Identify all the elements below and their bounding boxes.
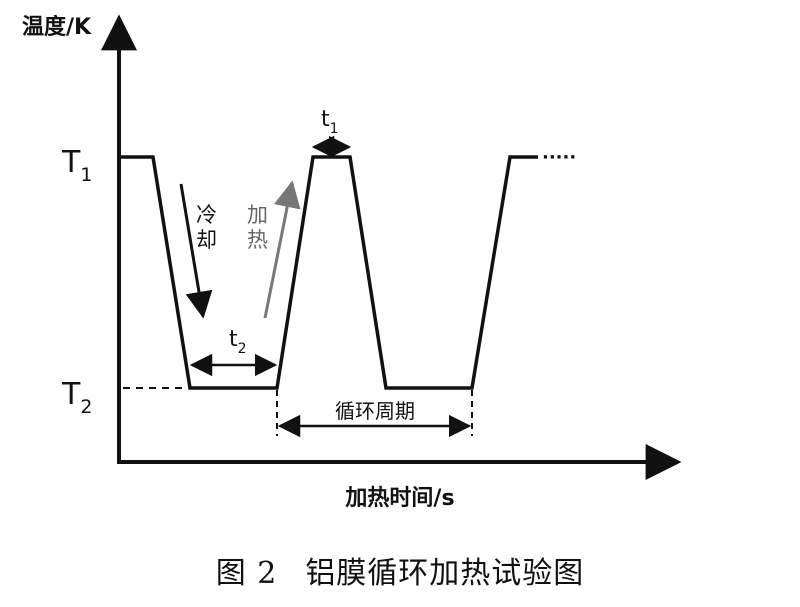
figure-title: 铝膜循环加热试验图 xyxy=(305,556,585,591)
cooling-label-char-1: 冷 xyxy=(196,203,217,227)
t1-upper-main: T xyxy=(61,145,81,180)
y-axis-label: 温度/K xyxy=(22,14,92,40)
t2-lower-sub: 2 xyxy=(80,396,92,418)
t2-lower-main: T xyxy=(61,377,81,412)
cooling-label-char-2: 却 xyxy=(196,228,217,252)
dwell-time-t2-label: t2 xyxy=(229,327,247,357)
continuation-dots: ····· xyxy=(542,147,576,168)
figure-caption: 图 2 铝膜循环加热试验图 xyxy=(0,548,800,592)
t1-upper-sub: 1 xyxy=(80,164,92,186)
cooling-arrow xyxy=(179,183,213,319)
heating-label-char-1: 加 xyxy=(247,203,268,227)
cycle-period-label: 循环周期 xyxy=(335,399,415,423)
heating-label-char-2: 热 xyxy=(247,228,268,252)
dwell-t1-main: t xyxy=(321,107,330,132)
dwell-t2-sub: 2 xyxy=(238,341,247,357)
x-axis-label: 加热时间/s xyxy=(344,485,454,511)
figure-number: 图 2 xyxy=(215,556,278,591)
dwell-t1-sub: 1 xyxy=(330,121,339,137)
t2-lower-label: T2 xyxy=(61,377,92,418)
dwell-t2-main: t xyxy=(229,327,238,352)
t1-upper-label: T1 xyxy=(61,145,92,186)
heating-arrow xyxy=(263,180,301,319)
dwell-time-t1-label: t1 xyxy=(321,107,339,137)
